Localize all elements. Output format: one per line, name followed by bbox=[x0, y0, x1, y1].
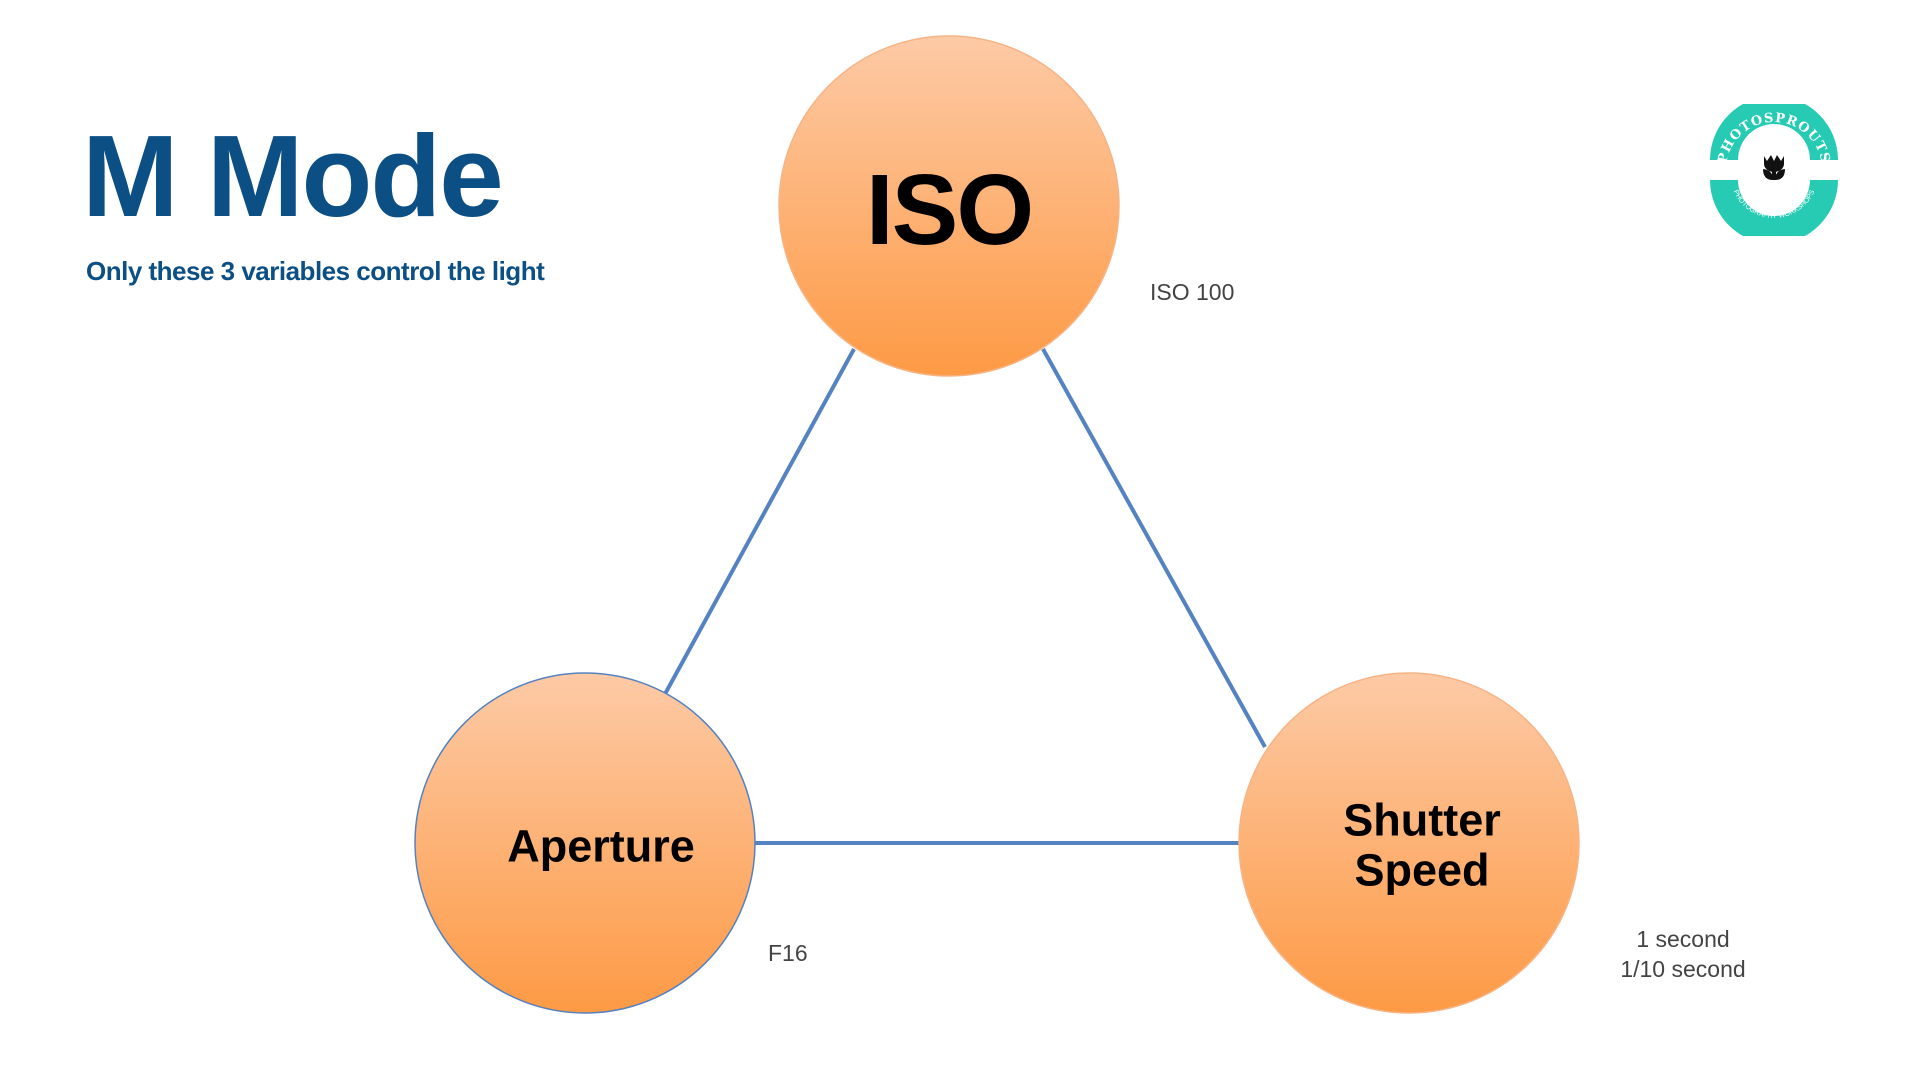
connector-iso-shutter bbox=[1041, 348, 1267, 748]
iso-label: ISO bbox=[865, 154, 1034, 266]
shutter-value: 1 second 1/10 second bbox=[1583, 924, 1783, 984]
shutter-label-line1: Shutter bbox=[1343, 794, 1501, 846]
page-subtitle: Only these 3 variables control the light bbox=[86, 256, 545, 286]
shutter-label-line2: Speed bbox=[1354, 844, 1490, 895]
aperture-label: Aperture bbox=[507, 820, 695, 872]
page-title: M Mode bbox=[82, 111, 504, 241]
iso-circle bbox=[778, 35, 1120, 377]
aperture-circle bbox=[414, 672, 756, 1014]
shutter-value-line2: 1/10 second bbox=[1620, 956, 1746, 982]
aperture-value: F16 bbox=[768, 940, 808, 966]
photosprouts-logo: PHOTOSPROUTS PHOTOGRAPHY WORKSHOPS bbox=[1710, 104, 1838, 236]
iso-value: ISO 100 bbox=[1150, 279, 1235, 305]
tulip-icon bbox=[1763, 155, 1785, 180]
shutter-label: Shutter Speed bbox=[1343, 794, 1501, 895]
shutter-value-line1: 1 second bbox=[1636, 926, 1730, 952]
shutter-circle bbox=[1238, 672, 1580, 1014]
connector-iso-aperture bbox=[663, 348, 856, 695]
